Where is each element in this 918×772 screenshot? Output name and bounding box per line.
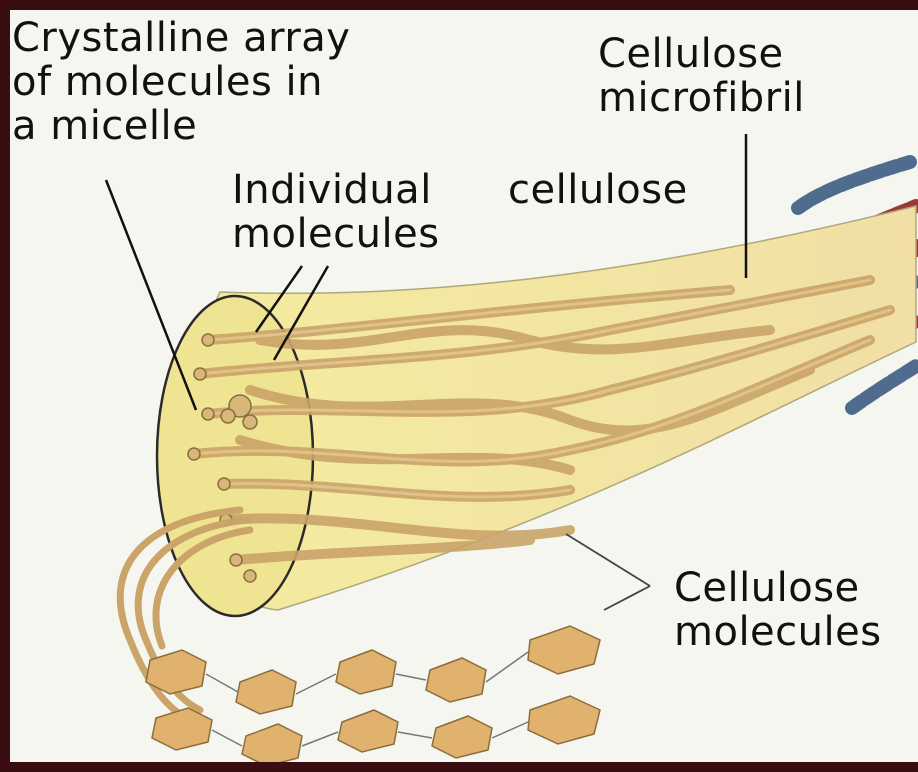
label-molecules-line-2: molecules xyxy=(674,610,882,654)
diagram-panel: Crystalline array of molecules in a mice… xyxy=(10,10,918,762)
label-individual-molecules: Individual molecules xyxy=(232,168,440,256)
label-molecules-line-1: Cellulose xyxy=(674,566,882,610)
cellulose-molecule-chain xyxy=(146,626,600,762)
label-micelle-line-1: Crystalline array xyxy=(12,16,350,60)
glucose-chain-blue-bottom xyxy=(852,366,916,408)
label-cellulose-word: cellulose xyxy=(508,168,688,212)
label-cellulose-molecules: Cellulose molecules xyxy=(674,566,882,654)
label-micelle: Crystalline array of molecules in a mice… xyxy=(12,16,350,148)
leader-micelle xyxy=(106,180,196,410)
label-cellulose-word-text: cellulose xyxy=(508,168,688,212)
label-individual-line-1: Individual xyxy=(232,168,440,212)
label-microfibril-line-1: Cellulose xyxy=(598,32,805,76)
glucose-chain-blue-top xyxy=(798,162,910,208)
label-individual-line-2: molecules xyxy=(232,212,440,256)
label-micelle-line-2: of molecules in xyxy=(12,60,350,104)
label-micelle-line-3: a micelle xyxy=(12,104,350,148)
leader-molecules xyxy=(566,534,650,610)
label-microfibril-line-2: microfibril xyxy=(598,76,805,120)
label-cellulose-microfibril: Cellulose microfibril xyxy=(598,32,805,120)
